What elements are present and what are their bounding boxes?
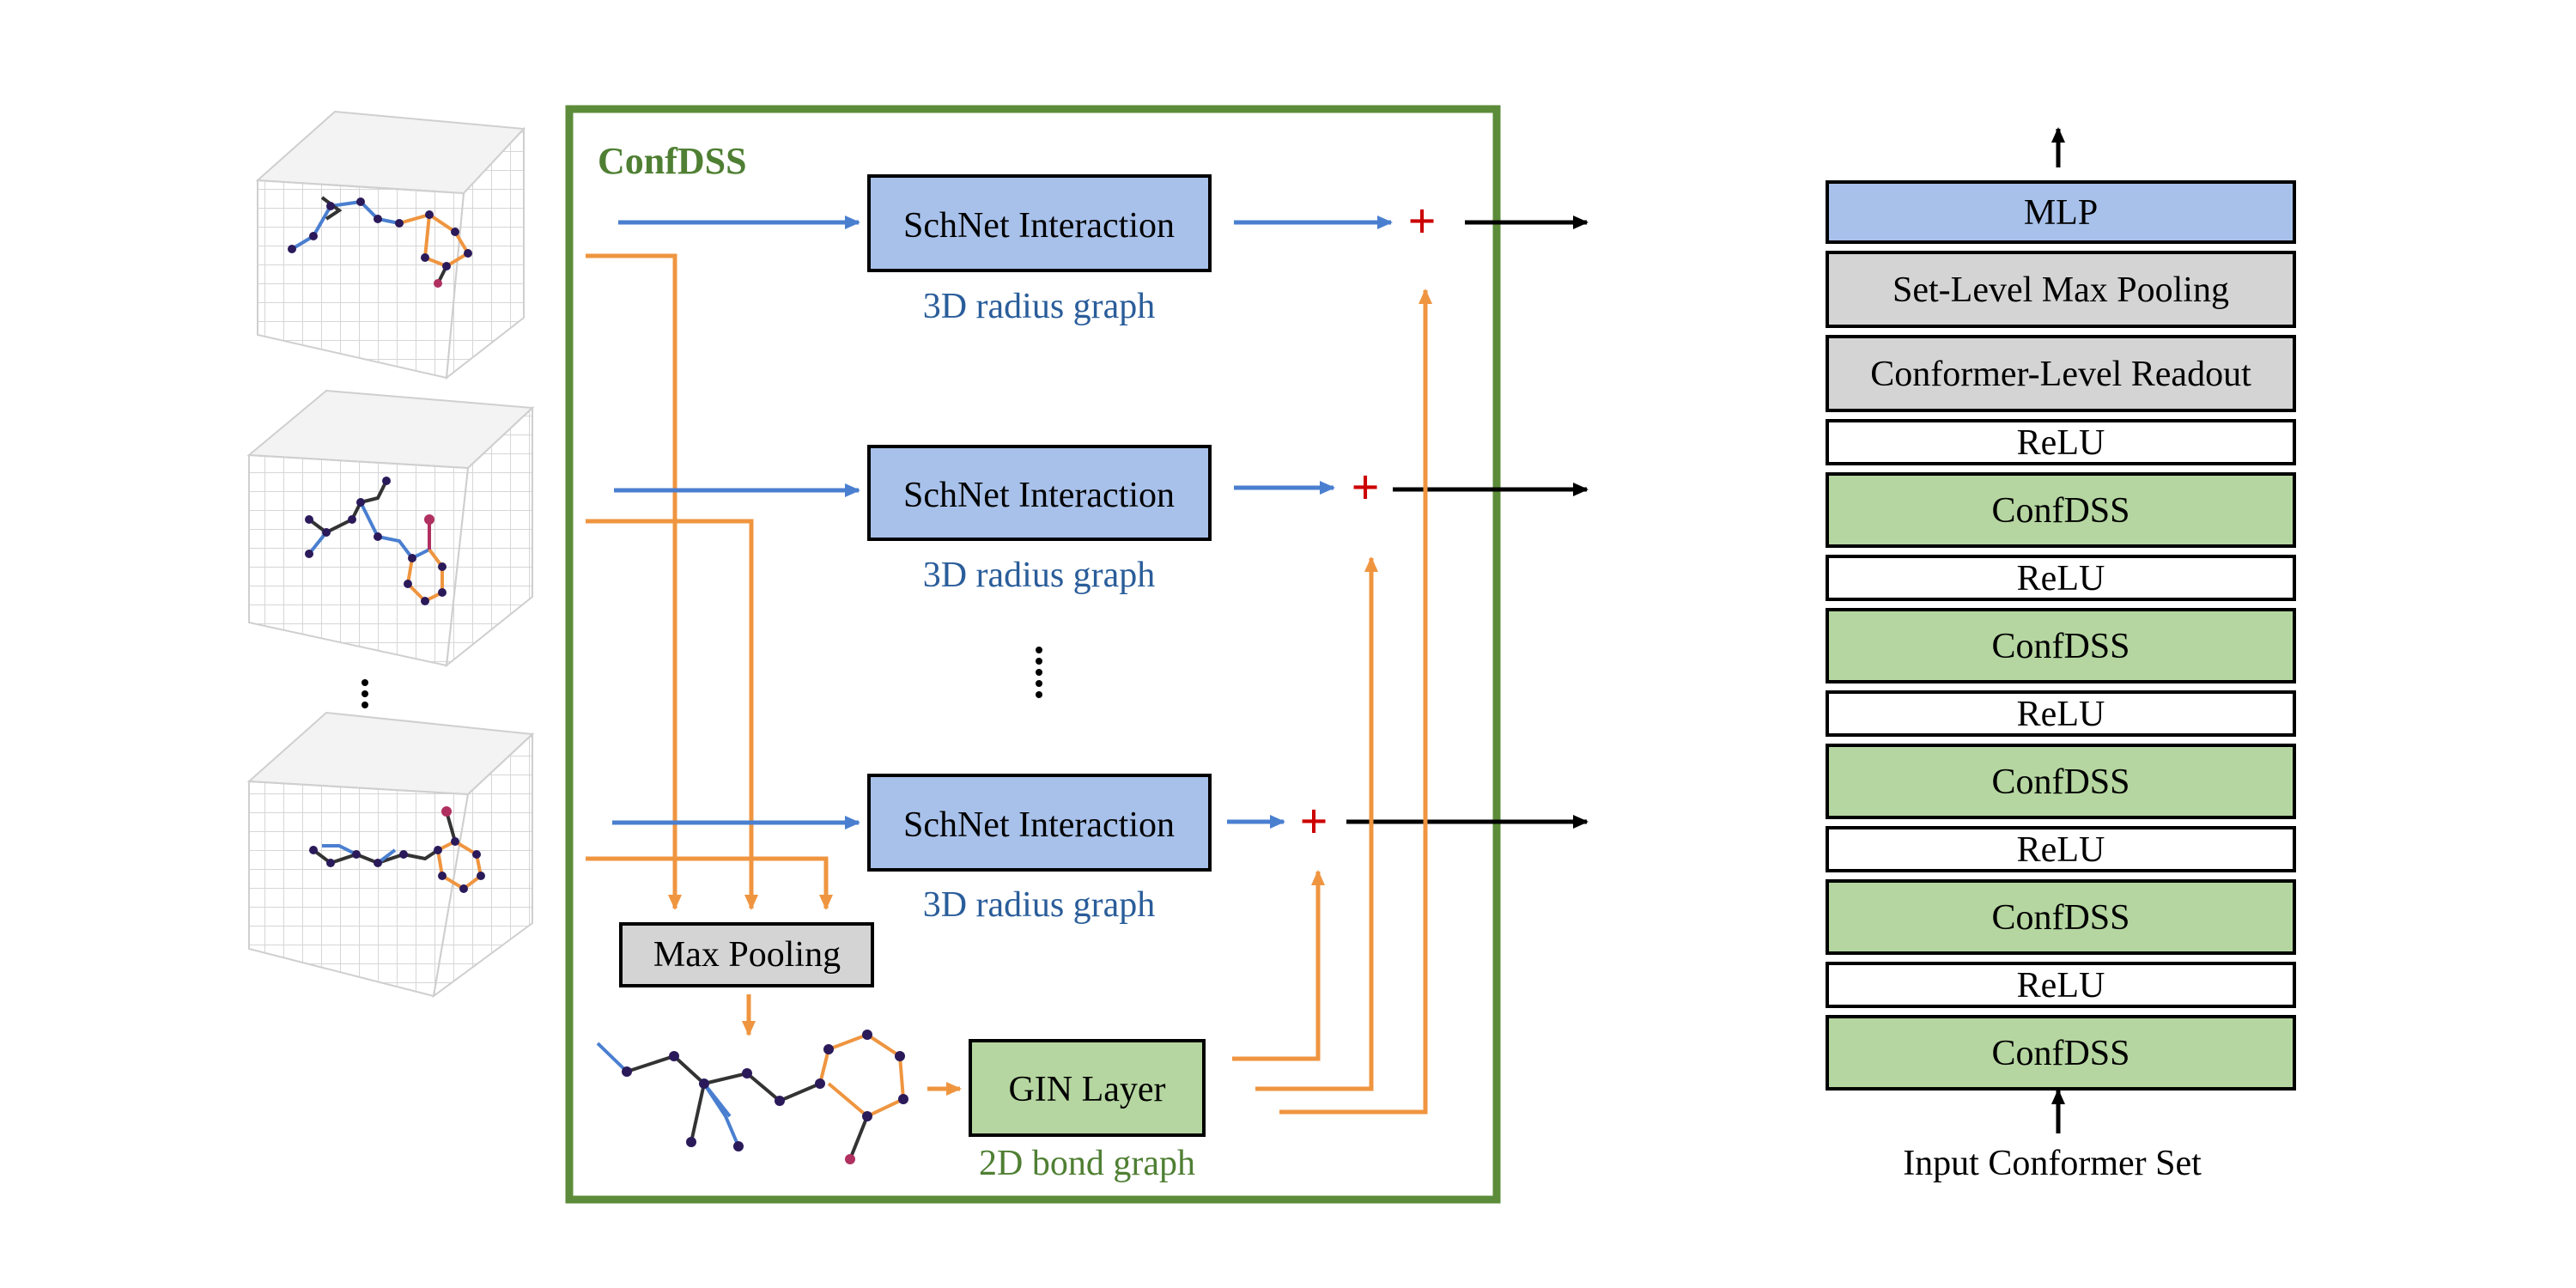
stack-layer-label: ReLU	[2017, 559, 2105, 598]
2d-bond-graph-molecule	[596, 1032, 906, 1160]
max-pooling-box: Max Pooling	[619, 922, 874, 987]
vertical-ellipsis-layers	[1036, 647, 1042, 698]
stack-layer-box	[1826, 335, 2296, 412]
confdss-panel-title: ConfDSS	[598, 140, 747, 182]
stack-layer-label: ConfDSS	[1991, 898, 2129, 938]
radius-graph-caption-3: 3D radius graph	[923, 885, 1156, 925]
stack-layer-gray-1: Set-Level Max Pooling	[1826, 251, 2296, 328]
conformer-plot-3	[246, 711, 535, 999]
stack-layer-relu-7: ReLU	[1826, 690, 2296, 737]
stack-layer-label: Set-Level Max Pooling	[1893, 270, 2229, 310]
input-conformer-set-label: Input Conformer Set	[1903, 1144, 2202, 1183]
stack-layer-box	[1826, 608, 2296, 683]
vertical-ellipsis-conformers	[361, 679, 368, 708]
stack-layer-gray-2: Conformer-Level Readout	[1826, 335, 2296, 412]
black-output-arrows	[1346, 216, 1589, 829]
stack-layer-confdss-8: ConfDSS	[1826, 744, 2296, 819]
conformer-atoms-2	[305, 477, 447, 605]
bond-graph-caption: 2D bond graph	[979, 1144, 1195, 1183]
schnet-label-2: SchNet Interaction	[903, 476, 1175, 515]
stack-layer-confdss-4: ConfDSS	[1826, 472, 2296, 548]
confdss-panel-border	[565, 105, 1501, 1204]
stack-layer-label: ReLU	[2017, 423, 2105, 463]
stack-layer-box	[1826, 690, 2296, 737]
conformer-atoms-1	[288, 197, 472, 288]
stack-layer-box	[1826, 472, 2296, 548]
conformer-plot-1	[255, 110, 526, 380]
stack-layer-relu-11: ReLU	[1826, 962, 2296, 1008]
stack-layer-box	[1826, 555, 2296, 601]
architecture-stack: MLP Set-Level Max PoolingConformer-Level …	[1826, 180, 2296, 1091]
stack-layer-confdss-10: ConfDSS	[1826, 879, 2296, 955]
stack-layer-confdss-6: ConfDSS	[1826, 608, 2296, 683]
stack-layer-label: ConfDSS	[1991, 491, 2129, 531]
radius-graph-caption-1: 3D radius graph	[923, 287, 1156, 326]
gin-layer-label: GIN Layer	[1008, 1070, 1165, 1109]
schnet-interaction-block-1: SchNet Interaction	[867, 174, 1212, 272]
stack-layer-mlp-0: MLP	[1826, 180, 2296, 244]
plus-symbol-2: +	[1351, 459, 1379, 515]
stack-layer-box	[1826, 1015, 2296, 1091]
schnet-interaction-block-3: SchNet Interaction	[867, 774, 1212, 872]
plus-symbol-1: +	[1407, 193, 1436, 249]
orange-routes-to-plus	[1232, 289, 1432, 1115]
max-pooling-label: Max Pooling	[653, 935, 841, 975]
orange-routes-to-pooling	[586, 253, 833, 910]
plus-symbol-3: +	[1299, 793, 1327, 849]
radius-graph-caption-2: 3D radius graph	[923, 556, 1156, 595]
blue-input-arrows	[612, 216, 860, 829]
stack-layer-label: ConfDSS	[1991, 762, 2129, 802]
stack-layer-label: ReLU	[2017, 966, 2105, 1005]
2d-bond-graph-atoms	[622, 1030, 908, 1164]
conformer-plot-2	[246, 389, 535, 668]
stack-layer-relu-9: ReLU	[1826, 826, 2296, 872]
schnet-label-1: SchNet Interaction	[903, 206, 1175, 246]
stack-layer-label: ReLU	[2017, 695, 2105, 734]
gin-layer-box: GIN Layer	[969, 1039, 1206, 1137]
stack-layer-box	[1826, 879, 2296, 955]
stack-layer-confdss-12: ConfDSS	[1826, 1015, 2296, 1091]
stack-layer-label: ConfDSS	[1991, 1034, 2129, 1073]
stack-layer-relu-3: ReLU	[1826, 419, 2296, 465]
schnet-interaction-block-2: SchNet Interaction	[867, 445, 1212, 541]
stack-layer-label: MLP	[2024, 193, 2098, 233]
stack-layer-box	[1826, 180, 2296, 244]
conformer-atoms-3	[309, 806, 485, 893]
schnet-label-3: SchNet Interaction	[903, 805, 1175, 845]
stack-layer-label: ConfDSS	[1991, 627, 2129, 666]
stack-layer-box	[1826, 419, 2296, 465]
stack-layer-box	[1826, 744, 2296, 819]
stack-layer-box	[1826, 826, 2296, 872]
stack-layer-label: ReLU	[2017, 830, 2105, 870]
stack-layer-box	[1826, 962, 2296, 1008]
blue-output-arrows	[1227, 216, 1393, 829]
stack-layer-label: Conformer-Level Readout	[1870, 355, 2251, 394]
stack-layer-box	[1826, 251, 2296, 328]
stack-layer-relu-5: ReLU	[1826, 555, 2296, 601]
